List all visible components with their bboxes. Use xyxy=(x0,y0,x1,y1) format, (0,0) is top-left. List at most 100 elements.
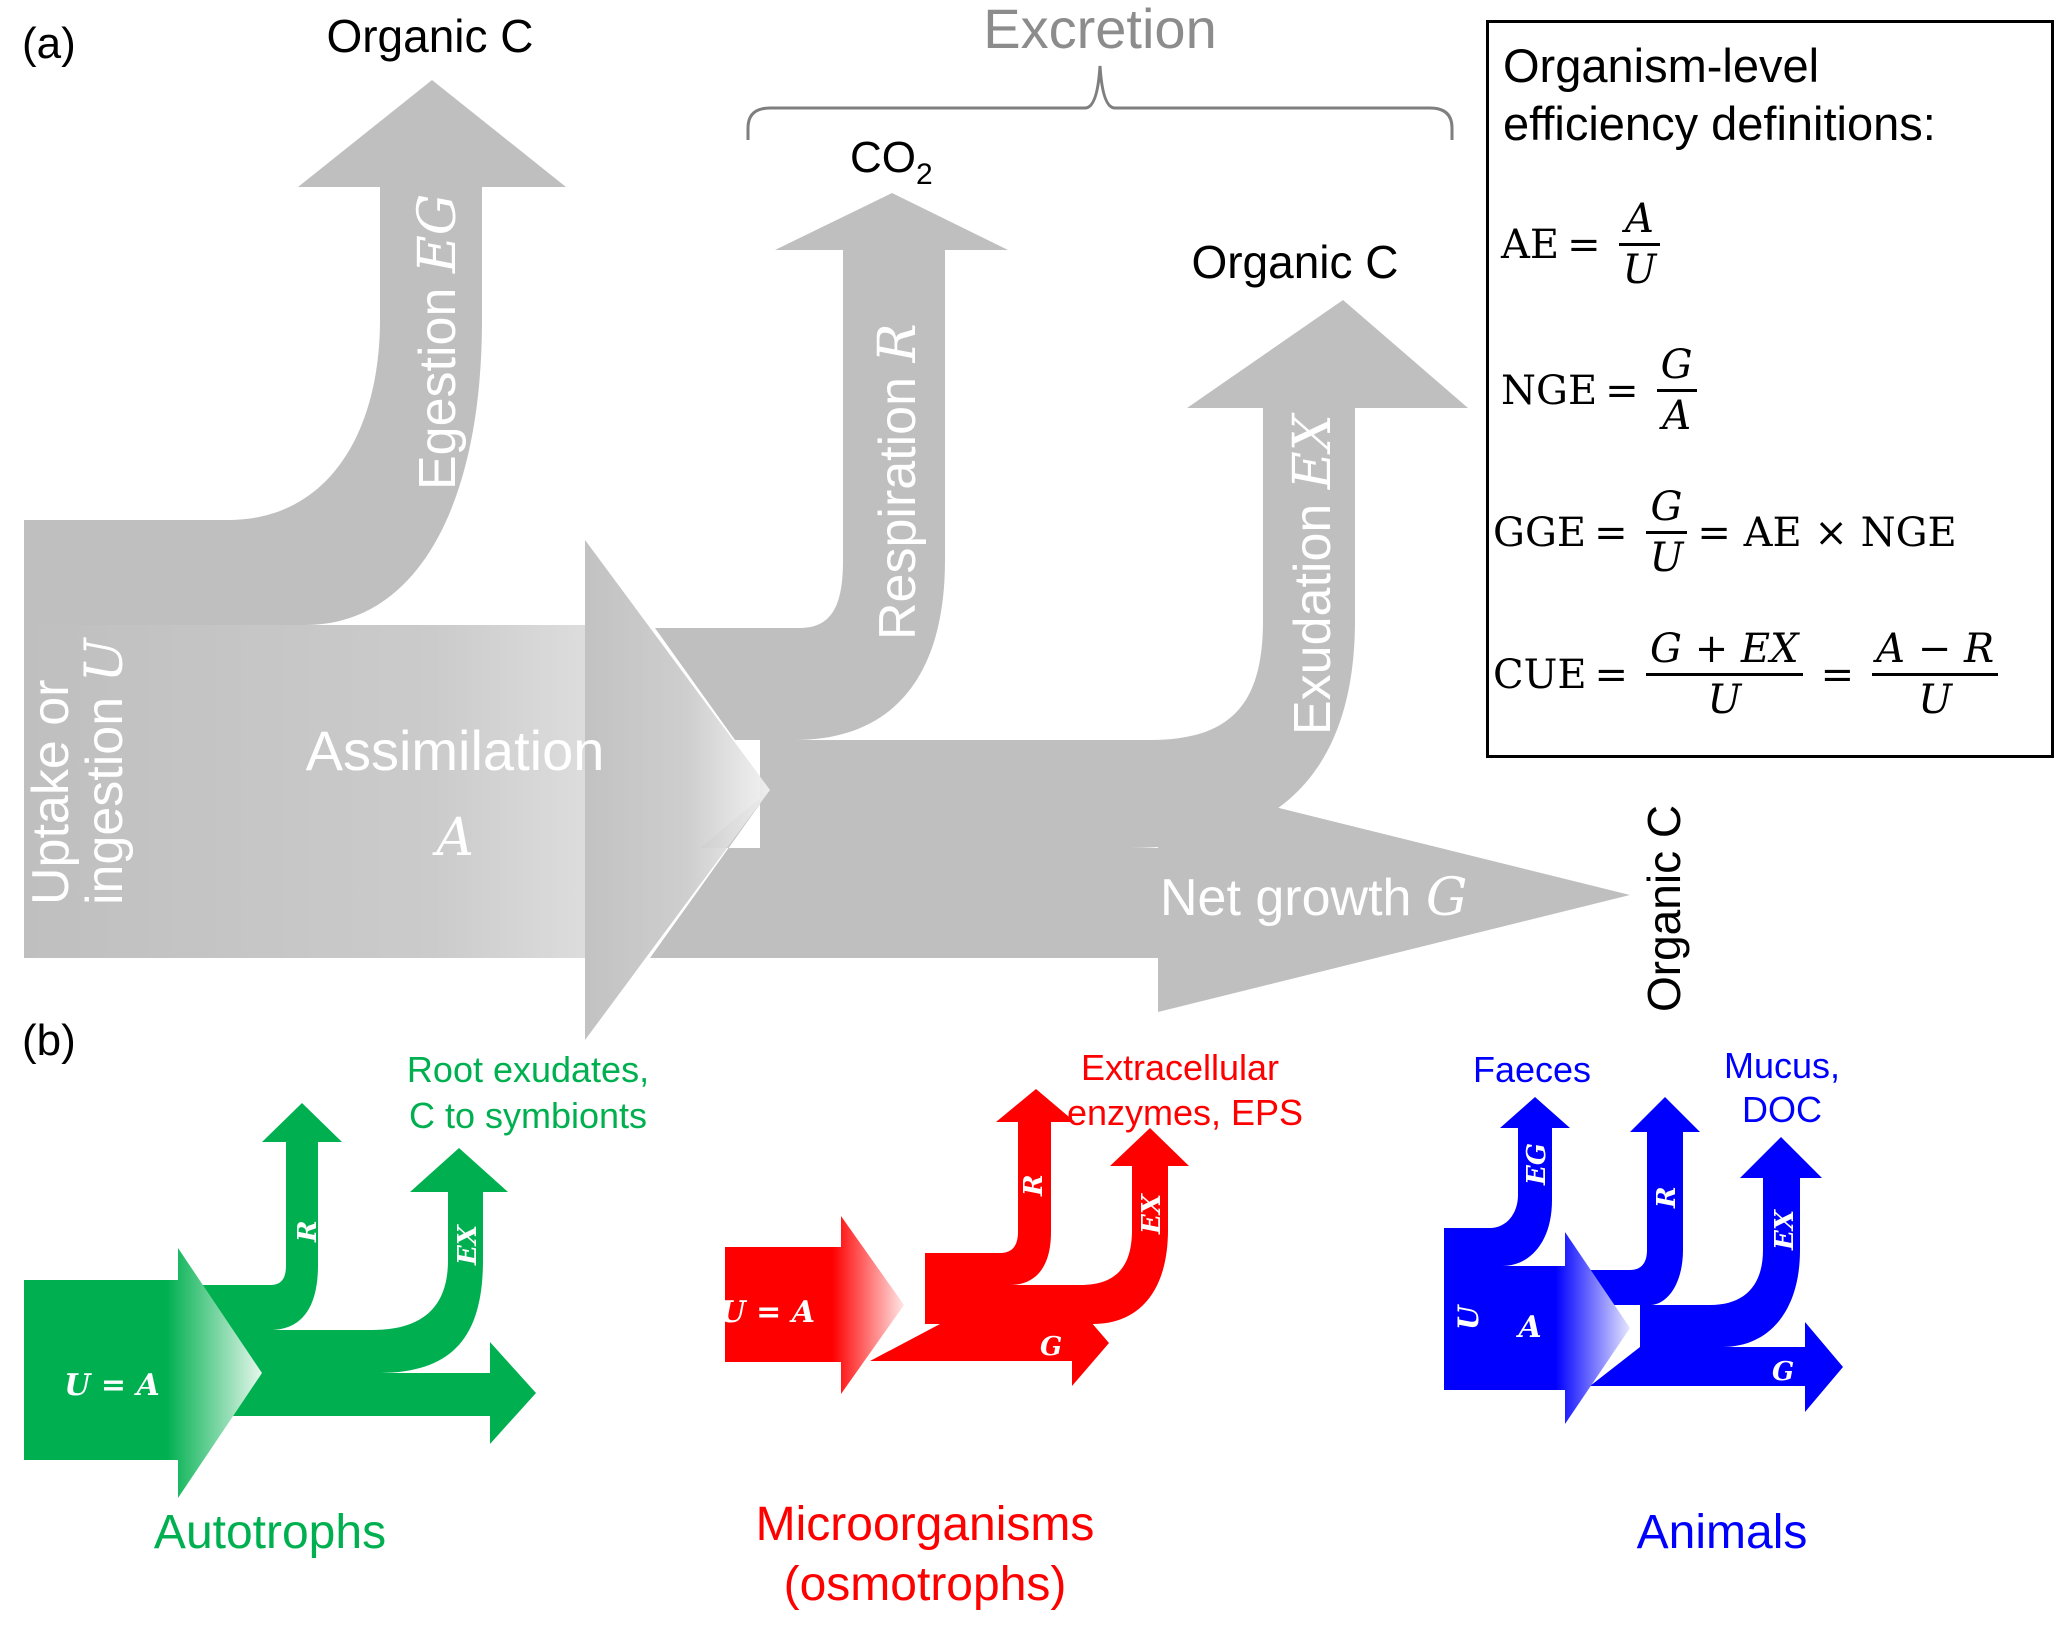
definitions-title-line-1: Organism-level xyxy=(1503,39,1820,92)
equation-ae-name: AE xyxy=(1501,221,1560,268)
equation-cue: CUE = G + EX U = A − R U xyxy=(1493,625,2008,724)
equation-cue-denominator-2: U xyxy=(1918,677,1952,723)
egestion-destination: Organic C xyxy=(326,10,533,62)
equation-nge-numerator: G xyxy=(1660,342,1693,388)
microorganisms-g-label: G xyxy=(1040,1332,1062,1362)
equation-gge-name: GGE xyxy=(1493,509,1587,556)
animals-respiration-arrow xyxy=(1590,1097,1700,1305)
microorganisms-r-label: R xyxy=(1019,1174,1049,1197)
egestion-label: Egestion EG xyxy=(408,194,468,490)
equation-ae-denominator: U xyxy=(1622,247,1657,293)
equation-gge-denominator: U xyxy=(1649,535,1684,581)
exudation-label: Exudation EX xyxy=(1283,412,1343,735)
microorganisms-exudation-arrow xyxy=(925,1128,1189,1324)
animals-annotation-2: DOC xyxy=(1742,1089,1822,1130)
equation-ae-numerator: A xyxy=(1625,196,1654,242)
fraction-bar xyxy=(1618,243,1661,246)
respiration-destination: CO2 xyxy=(850,133,933,191)
equation-nge-denominator: A xyxy=(1662,393,1692,439)
exudation-flow xyxy=(760,300,1468,848)
equation-gge-numerator: G xyxy=(1650,484,1683,530)
respiration-flow xyxy=(655,193,1008,740)
equation-ae: AE = A U xyxy=(1501,195,1670,294)
equation-ae-fraction: A U xyxy=(1618,195,1661,294)
fraction-bar xyxy=(1656,389,1697,392)
microorganisms-input-label: U = A xyxy=(720,1295,815,1330)
equation-ae-equals: = xyxy=(1567,221,1601,268)
animals-flow-group xyxy=(1444,1097,1843,1412)
excretion-label: Excretion xyxy=(983,0,1216,60)
assimilation-label: Assimilation xyxy=(306,719,605,782)
net-growth-destination: Organic C xyxy=(1638,805,1690,1012)
ingestion-label: ingestion U xyxy=(75,636,135,905)
animals-title: Animals xyxy=(1637,1506,1808,1559)
microorganisms-ex-label: EX xyxy=(1137,1192,1167,1235)
net-growth-label: Net growth G xyxy=(1160,868,1467,928)
panel-b-label: (b) xyxy=(22,1016,76,1065)
assimilation-arrow-tip-overlay xyxy=(585,540,770,1040)
autotrophs-annotation-2: C to symbionts xyxy=(409,1095,647,1136)
equation-cue-equals-2: = xyxy=(1820,651,1855,698)
autotrophs-exudation-arrow xyxy=(210,1148,508,1373)
fraction-bar xyxy=(1872,673,1999,676)
animals-r-label: R xyxy=(1652,1186,1682,1209)
egestion-flow xyxy=(24,80,566,625)
animals-g-label: G xyxy=(1772,1357,1794,1387)
equation-cue-name: CUE xyxy=(1493,651,1587,698)
autotrophs-ex-label: EX xyxy=(453,1223,483,1266)
fraction-bar xyxy=(1646,673,1803,676)
definitions-title-line-2: efficiency definitions: xyxy=(1503,97,1936,150)
fraction-bar xyxy=(1645,531,1688,534)
excretion-brace xyxy=(746,65,1454,140)
equation-cue-equals: = xyxy=(1594,651,1629,698)
assimilation-arrow xyxy=(24,540,770,1040)
animals-egestion-arrow xyxy=(1444,1097,1570,1266)
equation-cue-fraction-1: G + EX U xyxy=(1646,625,1803,724)
autotrophs-annotation-1: Root exudates, xyxy=(407,1049,649,1090)
equation-nge-equals: = xyxy=(1605,367,1639,414)
microorganisms-subtitle: (osmotrophs) xyxy=(784,1558,1067,1611)
equation-cue-numerator-2: A − R xyxy=(1876,626,1995,672)
animals-assimilation-arrow xyxy=(1444,1232,1630,1424)
animals-growth-arrow xyxy=(1590,1322,1843,1412)
animals-exudation-arrow xyxy=(1640,1137,1822,1347)
animals-eg-label: EG xyxy=(1522,1143,1552,1186)
microorganisms-flow-group xyxy=(870,1089,1189,1386)
equation-nge: NGE = G A xyxy=(1501,341,1707,440)
animals-a-label: A xyxy=(1515,1310,1541,1345)
equation-cue-numerator-1: G + EX xyxy=(1650,626,1799,672)
exudation-destination: Organic C xyxy=(1191,236,1398,288)
autotrophs-input-arrow xyxy=(24,1248,262,1498)
autotrophs-growth-arrow xyxy=(210,1342,536,1444)
microorganisms-annotation-1: Extracellular xyxy=(1081,1047,1279,1088)
assimilation-symbol: A xyxy=(432,808,474,868)
autotrophs-flow-group xyxy=(200,1103,536,1444)
panel-a-label: (a) xyxy=(22,19,76,68)
uptake-label: Uptake or xyxy=(22,680,80,905)
animals-ex-label: EX xyxy=(1770,1208,1800,1251)
definitions-title: Organism-level efficiency definitions: xyxy=(1503,37,1936,153)
microorganisms-growth-arrow xyxy=(870,1300,1109,1386)
animals-egestion-annotation: Faeces xyxy=(1473,1049,1591,1090)
microorganisms-annotation-2: enzymes, EPS xyxy=(1067,1092,1303,1133)
equation-gge: GGE = G U = AE × NGE xyxy=(1493,483,1957,582)
animals-annotation-1: Mucus, xyxy=(1724,1045,1840,1086)
autotrophs-title: Autotrophs xyxy=(154,1506,386,1559)
equation-gge-rhs: = AE × NGE xyxy=(1697,509,1957,556)
autotrophs-input-label: U = A xyxy=(64,1368,159,1403)
equation-nge-fraction: G A xyxy=(1656,341,1697,440)
equation-gge-fraction: G U xyxy=(1645,483,1688,582)
animals-u-label: U xyxy=(1452,1304,1485,1330)
respiration-label: Respiration R xyxy=(868,323,928,640)
equation-cue-fraction-2: A − R U xyxy=(1872,625,1999,724)
microorganisms-respiration-arrow xyxy=(925,1089,1075,1285)
microorganisms-title: Microorganisms xyxy=(756,1498,1095,1551)
autotrophs-r-label: R xyxy=(293,1220,323,1243)
equation-cue-denominator-1: U xyxy=(1707,677,1742,723)
autotrophs-respiration-arrow xyxy=(200,1103,342,1330)
autotrophs-g-label: G xyxy=(440,1414,462,1444)
microorganisms-input-arrow xyxy=(725,1216,904,1394)
net-growth-arrow xyxy=(650,778,1630,1012)
equation-gge-equals: = xyxy=(1594,509,1628,556)
